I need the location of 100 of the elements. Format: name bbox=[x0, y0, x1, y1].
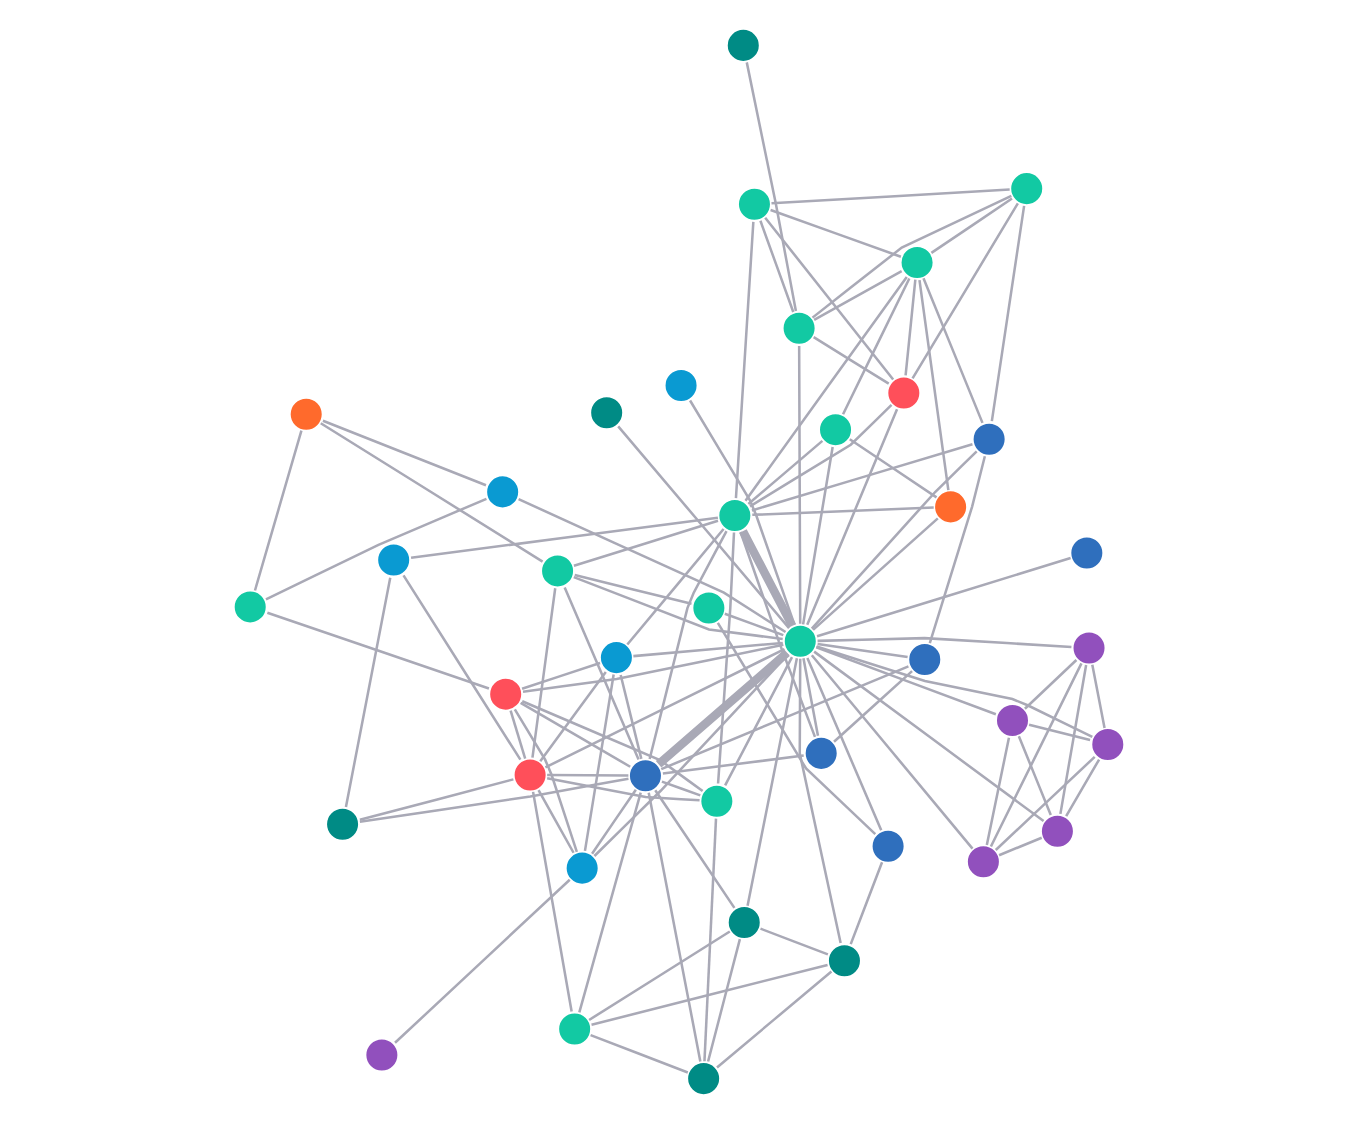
node-circle bbox=[662, 367, 700, 404]
connector bbox=[578, 792, 642, 1013]
connector bbox=[590, 1033, 689, 1074]
node-circle bbox=[588, 394, 625, 432]
node-circle bbox=[716, 497, 754, 534]
connector bbox=[253, 430, 303, 591]
connector bbox=[751, 442, 973, 512]
connector bbox=[770, 208, 902, 258]
connector bbox=[760, 927, 829, 956]
connector bbox=[563, 586, 640, 761]
connector bbox=[716, 622, 877, 836]
connector bbox=[904, 279, 917, 376]
node-circle bbox=[487, 675, 524, 713]
connector bbox=[716, 970, 833, 1069]
connector bbox=[1065, 758, 1101, 817]
node-circle bbox=[511, 756, 549, 794]
connector bbox=[531, 588, 557, 758]
connector bbox=[734, 221, 755, 499]
node-circle bbox=[1068, 534, 1106, 572]
connector bbox=[849, 861, 884, 945]
connector bbox=[573, 575, 783, 641]
node-circle bbox=[898, 244, 936, 281]
connector bbox=[985, 737, 1011, 846]
connector bbox=[759, 220, 795, 313]
connector bbox=[817, 642, 908, 659]
connector bbox=[810, 654, 974, 850]
connector bbox=[849, 438, 938, 499]
node-circle bbox=[802, 735, 840, 772]
node-circle bbox=[627, 757, 664, 794]
connector bbox=[394, 878, 571, 1044]
connector bbox=[930, 197, 1013, 254]
connector bbox=[724, 656, 794, 786]
node-circle bbox=[1008, 170, 1046, 207]
connector bbox=[531, 791, 573, 1012]
connector bbox=[802, 658, 820, 737]
connector bbox=[655, 649, 790, 768]
connector bbox=[1028, 723, 1091, 742]
connector bbox=[522, 643, 784, 694]
connector bbox=[266, 611, 490, 690]
connector bbox=[911, 202, 1019, 380]
connector bbox=[813, 650, 1045, 823]
connector bbox=[544, 648, 786, 769]
node-circle bbox=[556, 1010, 593, 1048]
connector bbox=[816, 645, 1093, 739]
node-circle bbox=[563, 849, 601, 887]
connector bbox=[546, 776, 700, 802]
connector bbox=[539, 671, 607, 762]
node-circle bbox=[690, 589, 728, 627]
connector bbox=[989, 662, 1083, 848]
connector bbox=[344, 577, 392, 808]
node-circle bbox=[817, 411, 854, 448]
connector bbox=[813, 336, 890, 385]
node-circle bbox=[932, 488, 969, 526]
connector bbox=[617, 425, 790, 629]
connector bbox=[928, 455, 987, 644]
node-circle bbox=[375, 541, 413, 579]
connector bbox=[410, 516, 719, 559]
connector bbox=[998, 836, 1043, 857]
node-circle bbox=[231, 588, 269, 626]
node-circle bbox=[869, 827, 907, 865]
node-circle bbox=[698, 783, 736, 820]
connector bbox=[661, 780, 701, 797]
connector bbox=[815, 646, 997, 716]
connector bbox=[1091, 664, 1106, 729]
connector bbox=[747, 439, 824, 505]
connector bbox=[402, 574, 522, 761]
connector bbox=[513, 708, 579, 853]
connector bbox=[749, 404, 893, 508]
connector bbox=[806, 408, 899, 626]
connector bbox=[771, 188, 1010, 205]
connector bbox=[745, 62, 798, 312]
node-circle bbox=[598, 639, 635, 676]
node-circle bbox=[780, 309, 818, 347]
connector bbox=[922, 277, 984, 424]
node-circle bbox=[1039, 813, 1076, 850]
connector bbox=[626, 528, 725, 646]
node-circle bbox=[539, 552, 576, 590]
connector bbox=[583, 674, 615, 852]
connector bbox=[703, 818, 718, 1062]
connector bbox=[841, 277, 911, 415]
node-circle bbox=[1070, 629, 1108, 667]
connector bbox=[716, 532, 736, 784]
connector bbox=[591, 789, 637, 855]
connector bbox=[739, 529, 796, 628]
connector bbox=[547, 773, 629, 777]
connector bbox=[811, 194, 1012, 319]
connector bbox=[764, 216, 895, 381]
connector bbox=[521, 700, 704, 793]
connector bbox=[797, 345, 802, 624]
node-circle bbox=[724, 27, 762, 64]
connector bbox=[689, 399, 796, 626]
node-circle bbox=[965, 843, 1002, 881]
node-circle bbox=[363, 1036, 401, 1074]
node-circle bbox=[885, 374, 923, 412]
connector bbox=[739, 531, 817, 738]
connector bbox=[654, 789, 736, 909]
connector bbox=[816, 556, 1071, 638]
connector bbox=[833, 670, 913, 743]
connector bbox=[633, 641, 783, 658]
connector bbox=[752, 506, 934, 517]
